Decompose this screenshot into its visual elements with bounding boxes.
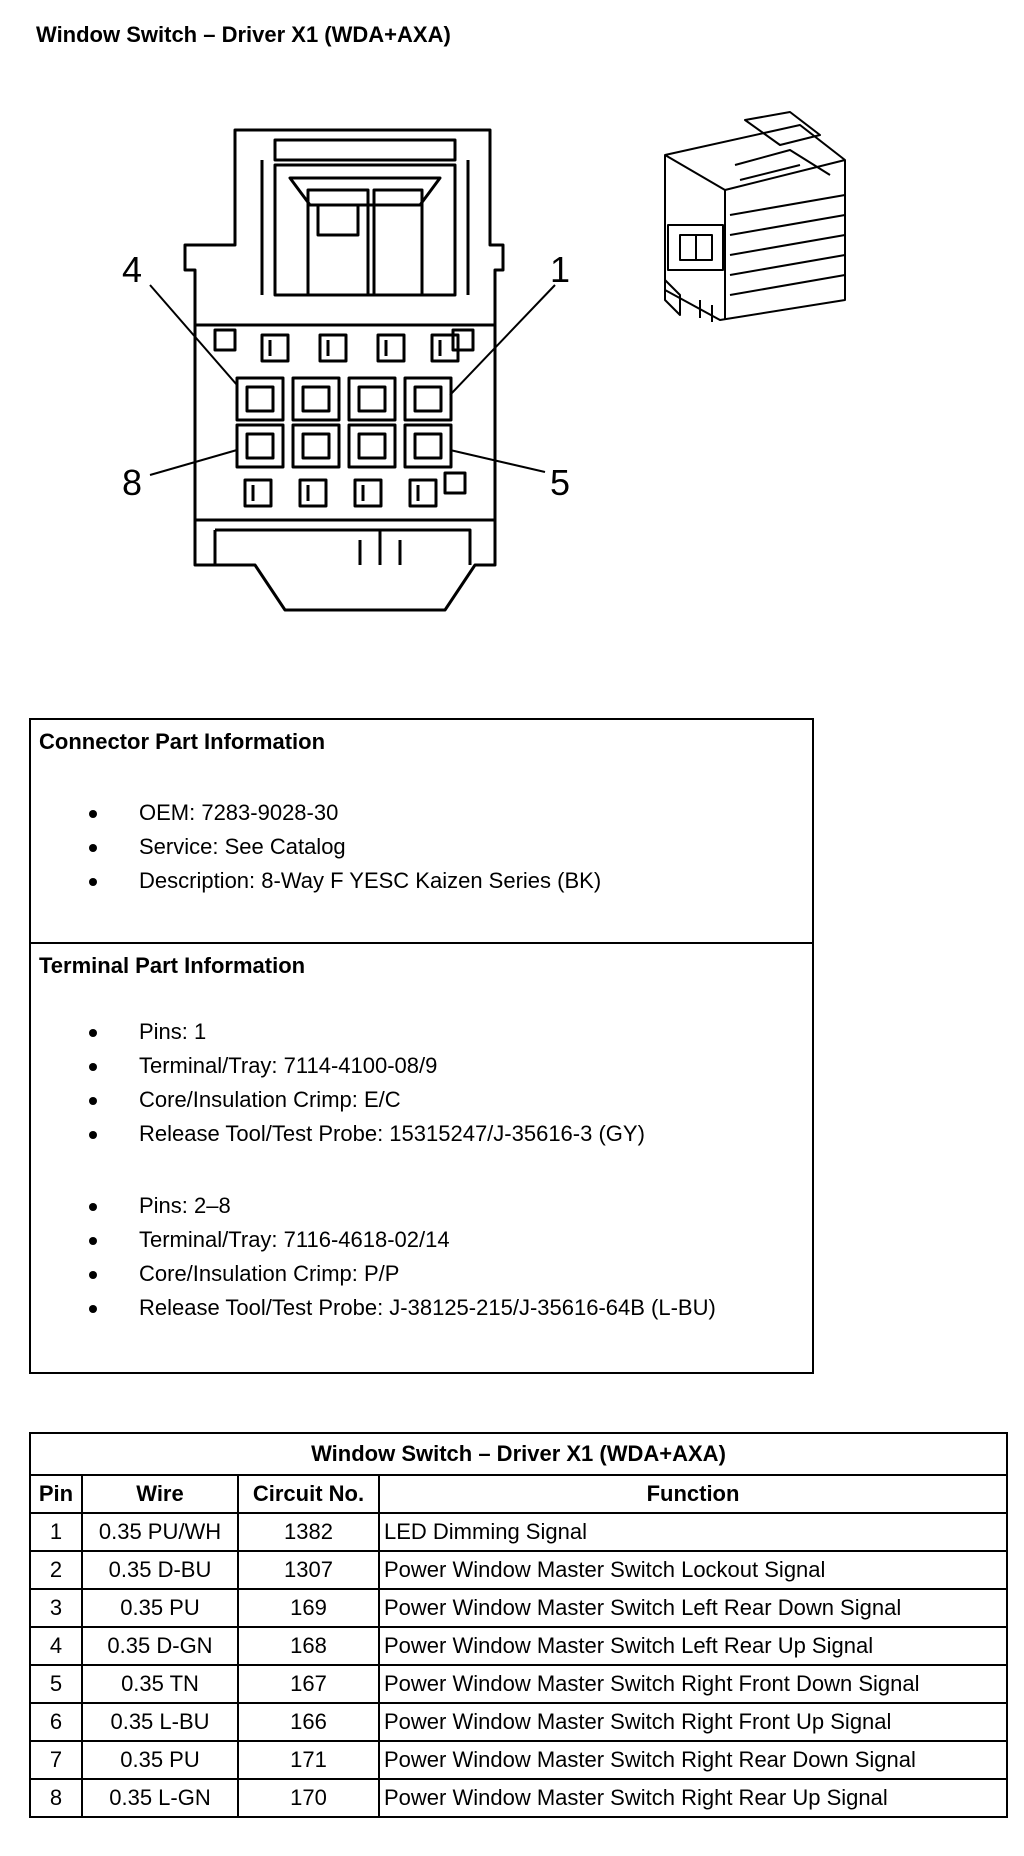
circuit-cell: 166 [237,1702,380,1742]
pin-callout-4: 4 [122,249,142,290]
connector-diagram: 4 1 8 5 [122,111,846,612]
table-row: 6 0.35 L-BU 166 Power Window Master Swit… [29,1702,1008,1742]
wire-cell: 0.35 PU [81,1740,239,1780]
column-header-circuit: Circuit No. [237,1474,380,1514]
table-row: 5 0.35 TN 167 Power Window Master Switch… [29,1664,1008,1704]
pin-callout-5: 5 [550,462,570,503]
connector-face [183,128,505,612]
table-row: 4 0.35 D-GN 168 Power Window Master Swit… [29,1626,1008,1666]
column-header-function: Function [378,1474,1008,1514]
column-header-pin: Pin [29,1474,83,1514]
terminal-part-info: Terminal Part Information Pins: 1 Termin… [39,953,716,1320]
wire-cell: 0.35 TN [81,1664,239,1704]
wire-cell: 0.35 D-BU [81,1550,239,1590]
wire-cell: 0.35 L-GN [81,1778,239,1818]
page-title: Window Switch – Driver X1 (WDA+AXA) [36,22,451,47]
function-cell: LED Dimming Signal [378,1512,1008,1552]
connector-part-info: Connector Part Information OEM: 7283-902… [31,720,812,944]
wire-cell: 0.35 PU/WH [81,1512,239,1552]
wire-cell: 0.35 PU [81,1588,239,1628]
pin-callout-8: 8 [122,462,142,503]
table-row: 3 0.35 PU 169 Power Window Master Switch… [29,1588,1008,1628]
circuit-cell: 1307 [237,1550,380,1590]
table-header-row: Pin Wire Circuit No. Function [29,1474,1008,1514]
wire-cell: 0.35 L-BU [81,1702,239,1742]
circuit-cell: 171 [237,1740,380,1780]
circuit-cell: 168 [237,1626,380,1666]
table-row: 1 0.35 PU/WH 1382 LED Dimming Signal [29,1512,1008,1552]
pin-cell: 4 [29,1626,83,1666]
function-cell: Power Window Master Switch Right Front D… [378,1664,1008,1704]
function-cell: Power Window Master Switch Right Front U… [378,1702,1008,1742]
connector-info-heading: Connector Part Information [39,729,326,754]
part-information-box: Connector Part Information OEM: 7283-902… [29,718,814,1374]
terminal-info-heading: Terminal Part Information [39,953,306,978]
function-cell: Power Window Master Switch Right Rear Do… [378,1740,1008,1780]
table-title: Window Switch – Driver X1 (WDA+AXA) [29,1432,1008,1476]
circuit-cell: 1382 [237,1512,380,1552]
wire-cell: 0.35 D-GN [81,1626,239,1666]
pin-cell: 3 [29,1588,83,1628]
pin-callout-1: 1 [550,249,570,290]
pin-cell: 7 [29,1740,83,1780]
function-cell: Power Window Master Switch Right Rear Up… [378,1778,1008,1818]
table-row: 8 0.35 L-GN 170 Power Window Master Swit… [29,1778,1008,1818]
pin-cell: 1 [29,1512,83,1552]
pin-cavities [235,376,453,469]
pin-cell: 8 [29,1778,83,1818]
table-row: 7 0.35 PU 171 Power Window Master Switch… [29,1740,1008,1780]
function-cell: Power Window Master Switch Left Rear Dow… [378,1588,1008,1628]
function-cell: Power Window Master Switch Left Rear Up … [378,1626,1008,1666]
column-header-wire: Wire [81,1474,239,1514]
circuit-cell: 167 [237,1664,380,1704]
connector-3d-view [664,111,846,322]
callout-leaders [149,284,556,476]
table-row: 2 0.35 D-BU 1307 Power Window Master Swi… [29,1550,1008,1590]
pin-cell: 2 [29,1550,83,1590]
pin-cell: 6 [29,1702,83,1742]
circuit-cell: 169 [237,1588,380,1628]
pin-table: Window Switch – Driver X1 (WDA+AXA) Pin … [29,1432,1008,1818]
pin-cell: 5 [29,1664,83,1704]
circuit-cell: 170 [237,1778,380,1818]
function-cell: Power Window Master Switch Lockout Signa… [378,1550,1008,1590]
